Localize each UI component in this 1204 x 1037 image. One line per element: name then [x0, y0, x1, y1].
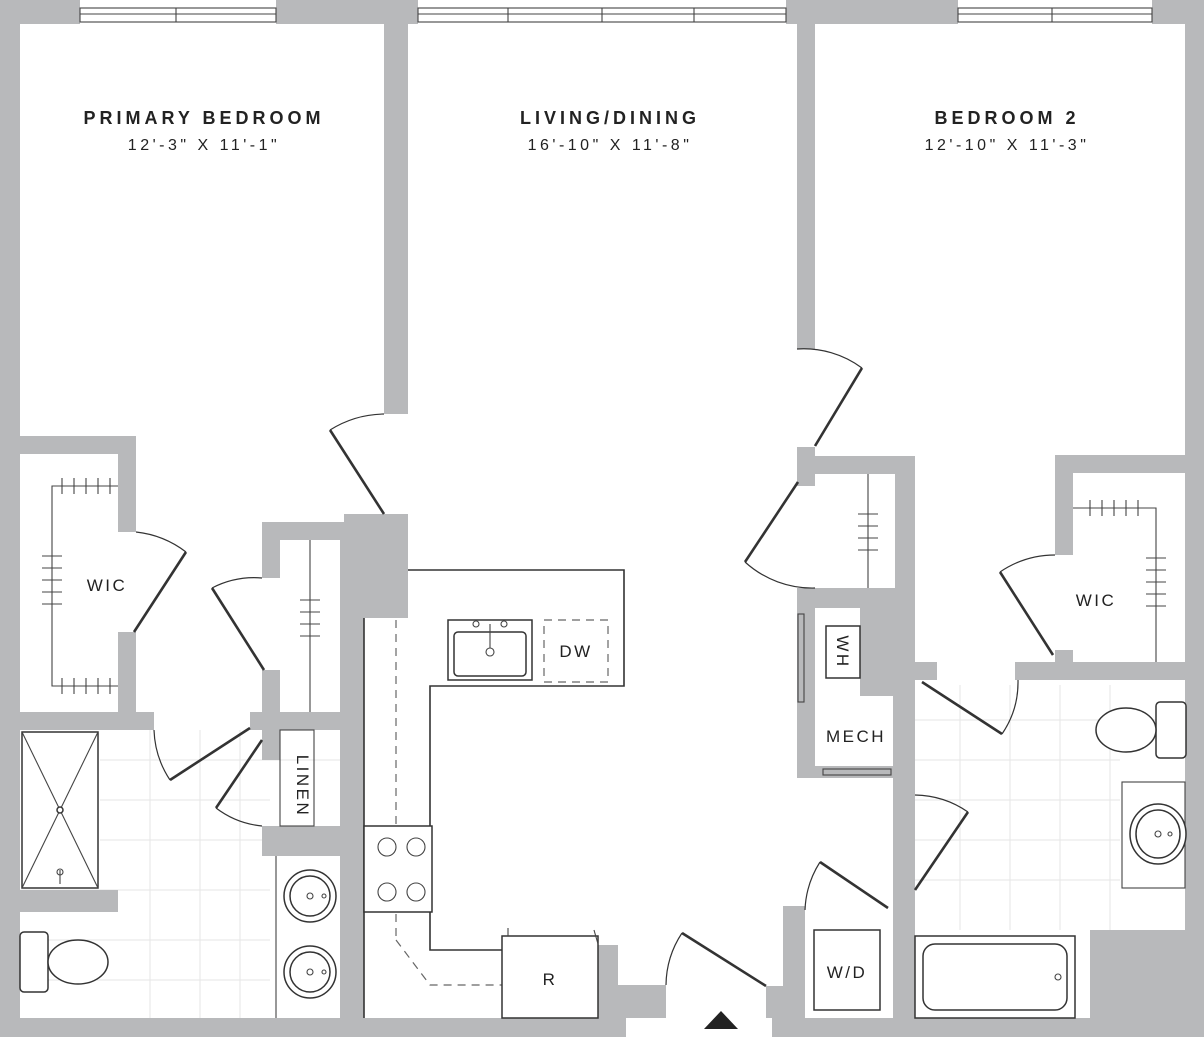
closet-shelving — [42, 474, 1166, 827]
sink-icon — [283, 869, 337, 923]
wic-right-label: WIC — [1076, 591, 1117, 610]
windows — [79, 7, 1153, 23]
living-dining-name: LIVING/DINING — [520, 108, 700, 128]
sink-icon — [283, 945, 337, 999]
bathtub-icon — [914, 935, 1076, 1019]
water-heater-label: WH — [833, 635, 852, 668]
primary-bedroom-dims: 12'-3" X 11'-1" — [128, 137, 280, 154]
bath-2-fixtures — [914, 701, 1187, 1019]
sink-icon — [1129, 803, 1187, 865]
primary-bath-fixtures — [19, 731, 337, 1018]
primary-bedroom-name: PRIMARY BEDROOM — [83, 108, 324, 128]
living-dining-dims: 16'-10" X 11'-8" — [528, 137, 693, 154]
wic-left-label: WIC — [87, 576, 128, 595]
shower-icon — [21, 731, 99, 889]
range-cooktop-icon — [363, 825, 433, 913]
washer-dryer — [813, 929, 881, 1011]
dishwasher-label: DW — [559, 642, 592, 661]
bedroom-2-name: BEDROOM 2 — [934, 108, 1079, 128]
doors — [132, 348, 1056, 988]
room-labels: PRIMARY BEDROOM 12'-3" X 11'-1" LIVING/D… — [83, 108, 1090, 154]
toilet-icon — [19, 931, 109, 993]
linen-label: LINEN — [293, 755, 312, 818]
fixture-labels: WIC WIC LINEN DW WH MECH W/D R — [87, 576, 1117, 989]
mech-label: MECH — [826, 727, 886, 746]
refrigerator — [501, 928, 599, 1019]
kitchen — [363, 569, 625, 1019]
water-heater — [825, 625, 861, 679]
entry-arrow-icon — [704, 1011, 738, 1029]
dishwasher — [543, 619, 609, 683]
bedroom-2-dims: 12'-10" X 11'-3" — [925, 137, 1090, 154]
toilet-icon — [1095, 701, 1187, 759]
washer-dryer-label: W/D — [827, 963, 868, 982]
refrigerator-label: R — [543, 970, 558, 989]
kitchen-sink-icon — [447, 619, 533, 681]
